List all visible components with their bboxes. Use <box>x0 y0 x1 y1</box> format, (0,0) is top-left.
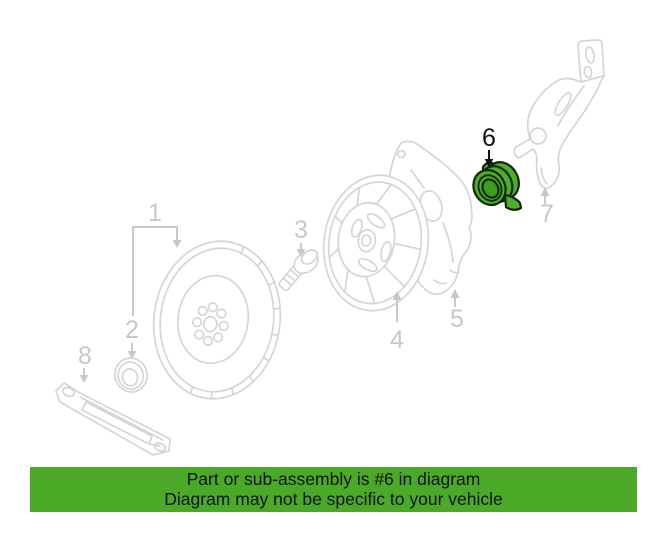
part-5-detail-line <box>410 169 425 189</box>
part-4-face-ring <box>337 201 396 278</box>
part-7-pivot-hole <box>529 127 547 145</box>
part-7-tab-slot <box>583 65 593 79</box>
part-1-center-bore <box>202 315 218 333</box>
part-label-6: 6 <box>482 124 496 152</box>
part-3-hex-head <box>300 249 319 265</box>
part-7-tab-slot <box>584 46 596 64</box>
part-5-edge-mark <box>433 279 447 285</box>
banner-line-1: Part or sub-assembly is #6 in diagram <box>186 469 481 489</box>
callout-8-arrowhead <box>79 375 89 383</box>
callout-6-arrowhead <box>484 159 494 168</box>
part-1-outer-rim <box>152 240 282 400</box>
part-1-bolt-hole <box>207 302 218 313</box>
callout-1-arrowhead <box>172 240 182 248</box>
part-7-drawing <box>513 39 605 189</box>
part-label-3: 3 <box>294 216 308 244</box>
part-1-ring-gear-inner <box>159 247 275 393</box>
part-label-7: 7 <box>540 200 554 228</box>
part-4-drawing <box>322 174 430 312</box>
part-label-8: 8 <box>78 342 92 370</box>
part-4-slot <box>357 258 378 273</box>
part-label-2: 2 <box>125 316 139 344</box>
part-6-face-ring <box>477 174 503 202</box>
part-6-highlighted-drawing <box>472 161 523 211</box>
part-label-1: 1 <box>148 199 162 227</box>
part-2-chamfer <box>117 361 145 390</box>
part-4-outer-rim <box>322 174 430 312</box>
part-5-top-hole <box>397 149 406 159</box>
part-1-drawing <box>152 240 282 400</box>
part-1-bolt-hole <box>202 335 214 347</box>
part-3-drawing <box>278 249 319 292</box>
part-8-outline <box>55 382 171 456</box>
callout-3-arrowhead <box>296 249 306 257</box>
part-8-fold-line <box>79 396 164 441</box>
part-2-bore <box>121 368 139 387</box>
callout-7-arrowhead <box>540 187 550 196</box>
part-4-slot <box>380 240 392 263</box>
part-8-hole <box>61 386 76 398</box>
part-7-hook-line <box>540 167 548 185</box>
part-7-arm-slot <box>554 91 572 117</box>
part-1-ring-gear-teeth <box>189 245 282 400</box>
part-4-slot <box>350 218 363 238</box>
part-label-5: 5 <box>450 305 464 333</box>
part-4-spokes <box>328 183 422 305</box>
part-1-bolt-hole <box>212 332 224 343</box>
part-1-bolt-hole <box>218 320 229 332</box>
part-1-face <box>176 274 250 365</box>
part-6-tab <box>503 193 523 211</box>
callout-6-highlighted: 6 <box>482 124 496 168</box>
part-4-slot <box>366 213 386 229</box>
part-7-ridge-line <box>557 85 585 127</box>
part-2-drawing <box>114 357 148 393</box>
banner-line-2: Diagram may not be specific to your vehi… <box>164 488 503 509</box>
part-3-threads <box>282 269 300 287</box>
part-4-hub-bore <box>360 234 372 247</box>
callout-4-arrowhead <box>392 291 402 300</box>
part-4-hub <box>357 228 377 253</box>
part-5-detail-line <box>442 222 454 263</box>
highlight-info-banner: Part or sub-assembly is #6 in diagram Di… <box>30 467 637 512</box>
part-7-arm <box>513 75 604 189</box>
part-5-edge-mark <box>449 269 460 274</box>
part-1-bolt-hole <box>216 308 227 319</box>
part-8-drawing <box>55 382 171 456</box>
callouts-gray: 1 2 3 4 5 7 8 <box>78 187 554 383</box>
part-label-4: 4 <box>390 326 404 354</box>
part-8-fold-line <box>148 443 161 447</box>
callout-2-arrowhead <box>127 351 137 359</box>
part-1-bolt-hole <box>191 317 203 328</box>
callout-5-arrowhead <box>450 289 460 298</box>
part-6-bore <box>481 178 500 199</box>
callout-1-bracket <box>132 226 178 316</box>
part-1-bolt-hole <box>197 305 208 317</box>
part-1-bolt-hole <box>194 329 205 340</box>
